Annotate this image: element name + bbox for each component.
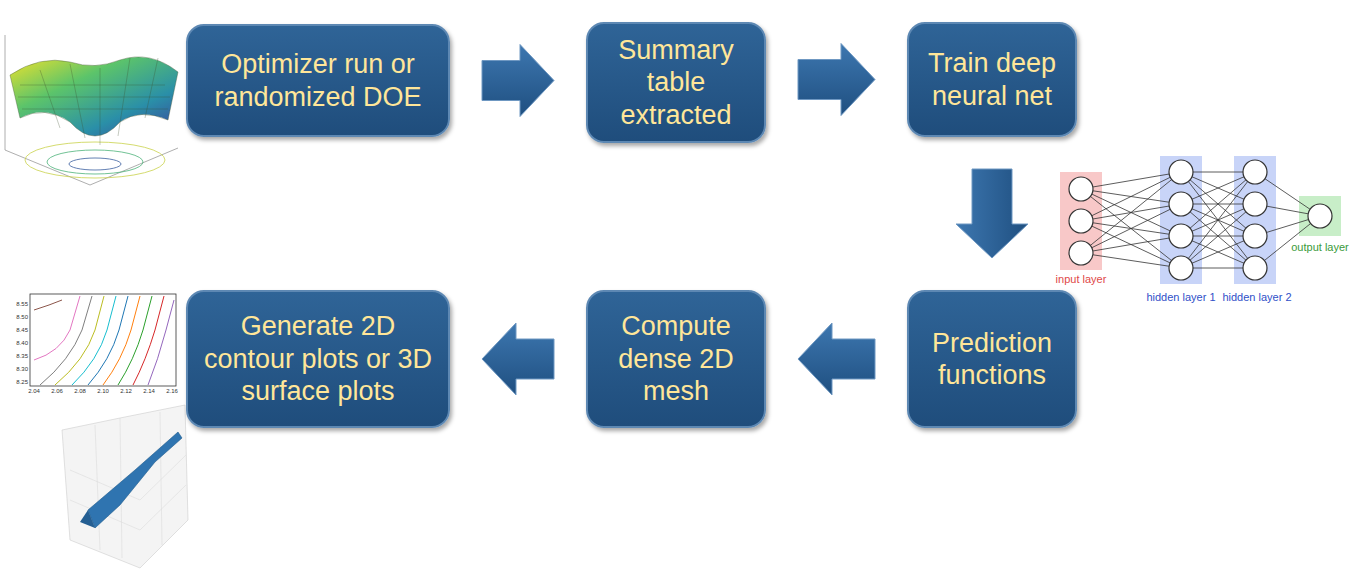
layer-label: output layer <box>1291 242 1348 253</box>
axis-tick: 8.50 <box>16 314 28 320</box>
surface-plot-3d <box>5 35 178 185</box>
block-arrow <box>482 45 554 117</box>
axis-tick: 2.04 <box>28 388 40 394</box>
contour-plot <box>30 294 176 386</box>
box-label: Summary table extracted <box>602 34 750 131</box>
process-box: Prediction functions <box>907 290 1077 428</box>
axis-tick: 2.12 <box>120 388 132 394</box>
axis-tick: 2.10 <box>97 388 109 394</box>
axis-tick: 2.16 <box>166 388 178 394</box>
block-arrow <box>798 323 875 395</box>
box-label: Compute dense 2D mesh <box>602 310 750 407</box>
process-box: Train deep neural net <box>907 22 1077 137</box>
axis-tick: 2.08 <box>74 388 86 394</box>
block-arrow <box>956 169 1028 258</box>
block-arrow <box>482 323 554 395</box>
box-label: Train deep neural net <box>923 47 1061 112</box>
axis-tick: 2.06 <box>51 388 63 394</box>
box-label: Generate 2D contour plots or 3D surface … <box>202 310 434 407</box>
axis-tick: 2.14 <box>143 388 155 394</box>
axis-tick: 8.40 <box>16 340 28 346</box>
axis-tick: 8.25 <box>16 379 28 385</box>
process-box: Optimizer run or randomized DOE <box>186 24 450 137</box>
layer-label: hidden layer 2 <box>1222 292 1291 303</box>
block-arrow <box>798 44 875 116</box>
layer-label: input layer <box>1056 274 1107 285</box>
axis-tick: 8.55 <box>16 301 28 307</box>
surface-plot-3d <box>62 405 188 568</box>
neural-network <box>1060 156 1341 284</box>
box-label: Optimizer run or randomized DOE <box>202 48 434 113</box>
process-box: Compute dense 2D mesh <box>586 290 766 428</box>
process-box: Summary table extracted <box>586 22 766 143</box>
layer-label: hidden layer 1 <box>1146 292 1215 303</box>
axis-tick: 8.30 <box>16 366 28 372</box>
axis-tick: 8.35 <box>16 353 28 359</box>
process-box: Generate 2D contour plots or 3D surface … <box>186 290 450 428</box>
box-label: Prediction functions <box>923 327 1061 392</box>
axis-tick: 8.45 <box>16 327 28 333</box>
